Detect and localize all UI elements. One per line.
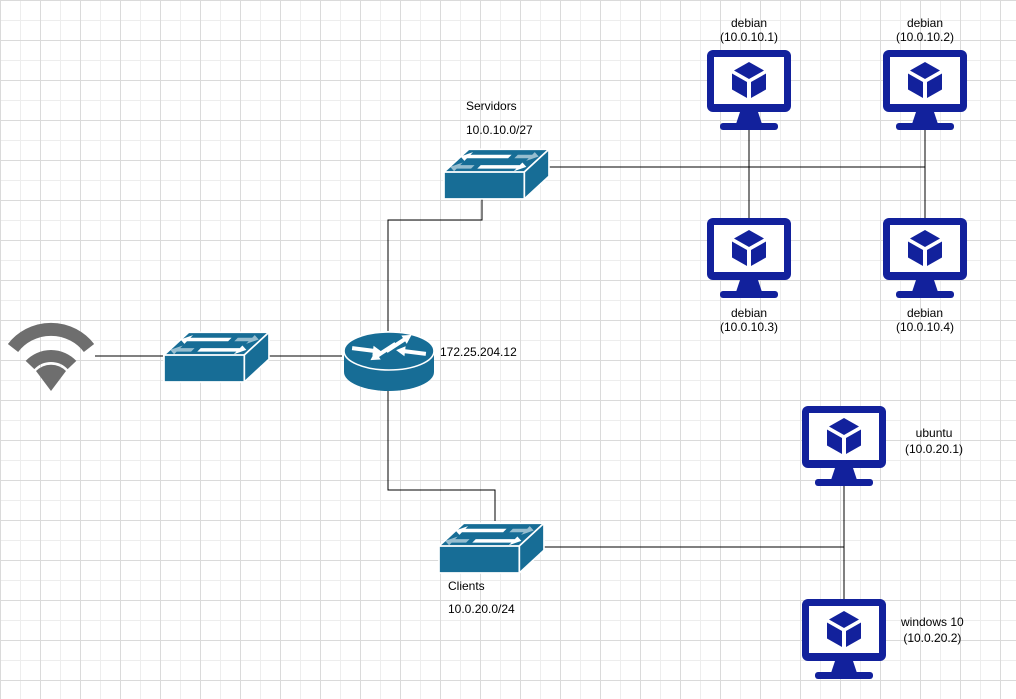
debian2-node[interactable]: debian (10.0.10.2) xyxy=(883,16,967,130)
switch-icon xyxy=(163,325,270,383)
vm-monitor-icon xyxy=(883,218,967,298)
host-os: debian xyxy=(730,306,768,320)
vm-monitor-icon xyxy=(707,50,791,130)
host-os: debian xyxy=(730,16,768,30)
edge-router-clients[interactable] xyxy=(387,390,496,521)
vm-monitor-icon xyxy=(802,599,886,679)
host-ip: (10.0.10.3) xyxy=(719,320,779,334)
clients-switch-label: Clients 10.0.20.0/24 xyxy=(448,575,515,621)
debian3-node[interactable]: debian (10.0.10.3) xyxy=(707,218,791,334)
host-ip: (10.0.10.2) xyxy=(895,30,955,44)
debian1-node[interactable]: debian (10.0.10.1) xyxy=(707,16,791,130)
router-node[interactable]: 172.25.204.12 xyxy=(342,329,517,393)
debian2-label: debian (10.0.10.2) xyxy=(896,16,954,44)
switch-subnet: 10.0.10.0/27 xyxy=(466,123,533,137)
edge-switch-node[interactable] xyxy=(163,325,270,383)
servidors-switch-node[interactable]: Servidors 10.0.10.0/27 xyxy=(443,99,550,200)
debian3-label: debian (10.0.10.3) xyxy=(720,306,778,334)
wifi-node[interactable] xyxy=(8,312,94,392)
host-ip: (10.0.10.1) xyxy=(719,30,779,44)
vm-monitor-icon xyxy=(802,406,886,486)
vm-monitor-icon xyxy=(707,218,791,298)
switch-subnet: 10.0.20.0/24 xyxy=(448,602,515,616)
host-ip: (10.0.20.1) xyxy=(905,442,964,456)
switch-icon xyxy=(438,516,545,574)
ubuntu-label: ubuntu (10.0.20.1) xyxy=(905,425,963,457)
host-ip: (10.0.20.2) xyxy=(903,631,962,645)
host-os: ubuntu xyxy=(915,426,953,440)
edge-servidors-router[interactable] xyxy=(387,198,483,331)
wifi-icon xyxy=(8,312,94,392)
host-ip: (10.0.10.4) xyxy=(895,320,955,334)
host-os: windows 10 xyxy=(901,615,964,629)
debian4-label: debian (10.0.10.4) xyxy=(896,306,954,334)
router-label: 172.25.204.12 xyxy=(440,345,517,359)
windows10-label: windows 10 (10.0.20.2) xyxy=(901,614,964,646)
host-os: debian xyxy=(906,16,944,30)
switch-name: Clients xyxy=(448,579,485,593)
debian1-label: debian (10.0.10.1) xyxy=(720,16,778,44)
router-icon xyxy=(342,329,436,393)
debian4-node[interactable]: debian (10.0.10.4) xyxy=(883,218,967,334)
vm-monitor-icon xyxy=(883,50,967,130)
servidors-switch-label: Servidors 10.0.10.0/27 xyxy=(466,94,533,142)
clients-switch-node[interactable]: Clients 10.0.20.0/24 xyxy=(438,516,545,616)
windows10-node[interactable]: windows 10 (10.0.20.2) xyxy=(802,599,964,679)
switch-icon xyxy=(443,142,550,200)
host-os: debian xyxy=(906,306,944,320)
ubuntu-node[interactable]: ubuntu (10.0.20.1) xyxy=(802,406,963,486)
switch-name: Servidors xyxy=(466,99,517,113)
